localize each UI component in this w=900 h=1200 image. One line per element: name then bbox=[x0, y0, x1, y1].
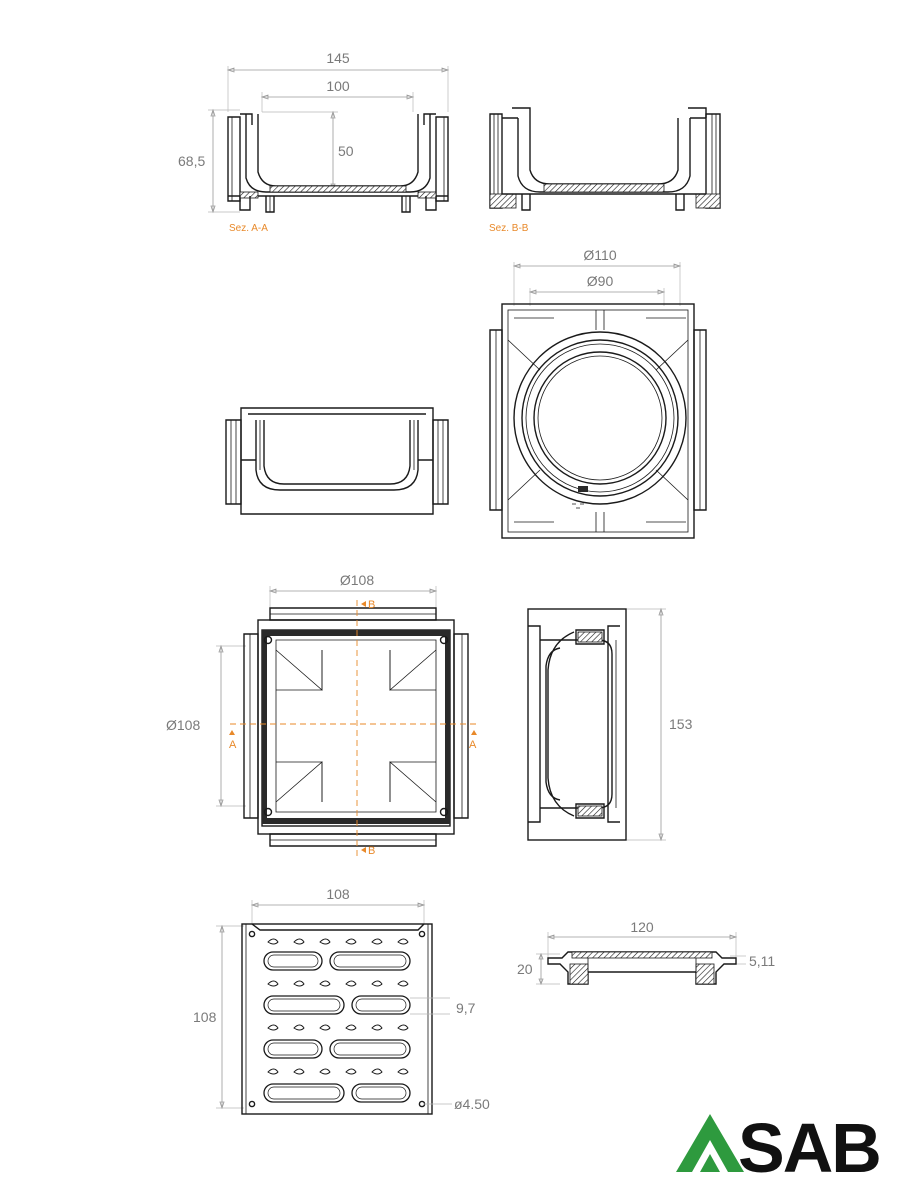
dim-grate-height: 108 bbox=[193, 1009, 217, 1025]
dim-grate-width: 108 bbox=[326, 886, 350, 902]
section-label-aa: Sez. A-A bbox=[229, 223, 268, 234]
section-label-bb: Sez. B-B bbox=[489, 223, 529, 234]
dim-slot-width: 9,7 bbox=[456, 1000, 476, 1016]
cut-label-b-top: B bbox=[368, 599, 375, 611]
dim-frame-width: 120 bbox=[630, 919, 654, 935]
section-aa-view: 145 100 68,5 50 Sez. A-A bbox=[178, 50, 450, 234]
dim-frame-height: 20 bbox=[517, 961, 533, 977]
dim-diameter-90: Ø90 bbox=[587, 273, 614, 289]
cut-label-b-bottom: B bbox=[368, 845, 375, 857]
sab-logo: SAB bbox=[676, 1109, 882, 1187]
section-bb-view: Sez. B-B bbox=[489, 107, 721, 234]
sab-logo-triangle-icon bbox=[676, 1114, 744, 1172]
frame-profile-view: 120 20 5,11 bbox=[517, 919, 775, 986]
sab-logo-text: SAB bbox=[738, 1109, 880, 1187]
grate-drop-holes bbox=[267, 938, 409, 1075]
dim-width-100: 100 bbox=[326, 78, 350, 94]
side-section-view: 153 bbox=[527, 607, 693, 842]
dim-frame-lip: 5,11 bbox=[749, 953, 775, 969]
dim-width-145: 145 bbox=[326, 50, 350, 66]
cut-label-a-right: A bbox=[469, 739, 477, 751]
dim-diameter-108-left: Ø108 bbox=[166, 717, 200, 733]
grate-view: 108 108 bbox=[193, 886, 490, 1115]
bottom-view-outlet: Ø110 Ø90 bbox=[489, 247, 707, 539]
dim-hole-diameter: ø4.50 bbox=[454, 1096, 490, 1112]
dim-height-153: 153 bbox=[669, 716, 693, 732]
cut-label-a-left: A bbox=[229, 739, 237, 751]
dim-height-68-5: 68,5 bbox=[178, 153, 205, 169]
top-plan-view: Ø108 Ø108 A A B B bbox=[166, 572, 480, 857]
dim-depth-50: 50 bbox=[338, 143, 354, 159]
side-elevation-view bbox=[225, 407, 449, 515]
dim-diameter-110: Ø110 bbox=[583, 247, 616, 263]
dim-diameter-108-top: Ø108 bbox=[340, 572, 374, 588]
